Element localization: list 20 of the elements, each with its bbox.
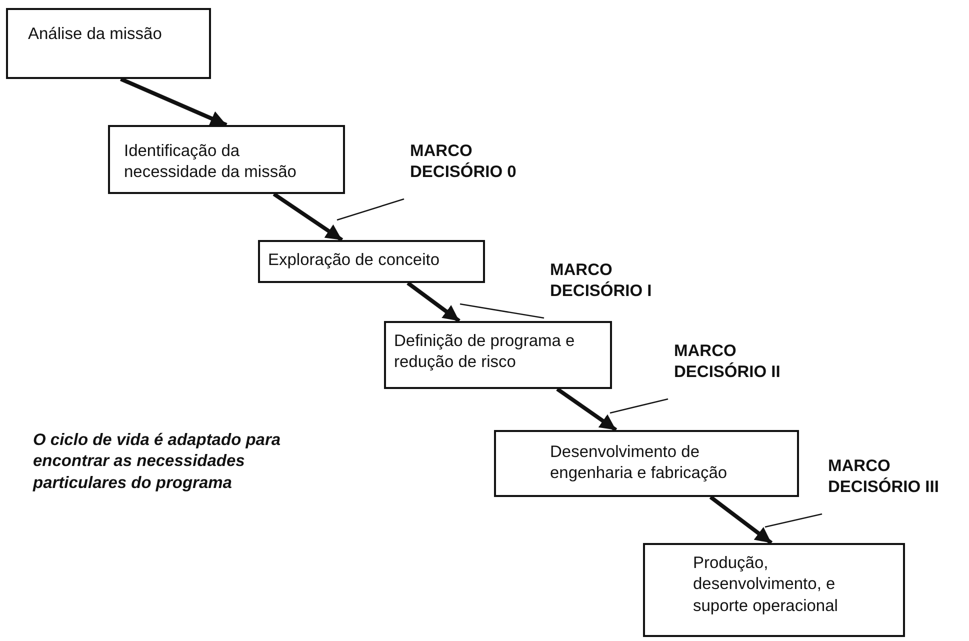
process-box: Exploração de conceito (258, 240, 485, 283)
arrow (406, 281, 460, 323)
milestone-label: MARCO DECISÓRIO 0 (410, 141, 550, 184)
milestone-label: MARCO DECISÓRIO II (674, 341, 814, 384)
arrow (709, 495, 773, 545)
milestone-label: MARCO DECISÓRIO I (550, 260, 690, 303)
process-box: Definição de programa e redução de risco (384, 321, 612, 389)
process-box: Desenvolvimento de engenharia e fabricação (494, 430, 799, 497)
leader-line (336, 198, 404, 221)
process-box: Análise da missão (6, 8, 211, 79)
leader-line (610, 398, 668, 414)
milestone-label: MARCO DECISÓRIO III (828, 456, 968, 499)
note-text: O ciclo de vida é adaptado para encontrar as necessidades particulares do programa (33, 430, 282, 494)
arrow (120, 77, 228, 127)
leader-line (460, 303, 544, 319)
process-box: Produção, desenvolvimento, e suporte operacional (643, 543, 905, 637)
arrow (556, 387, 618, 432)
arrow (272, 192, 344, 242)
process-box: Identificação da necessidade da missão (108, 125, 345, 194)
leader-line (764, 513, 822, 528)
